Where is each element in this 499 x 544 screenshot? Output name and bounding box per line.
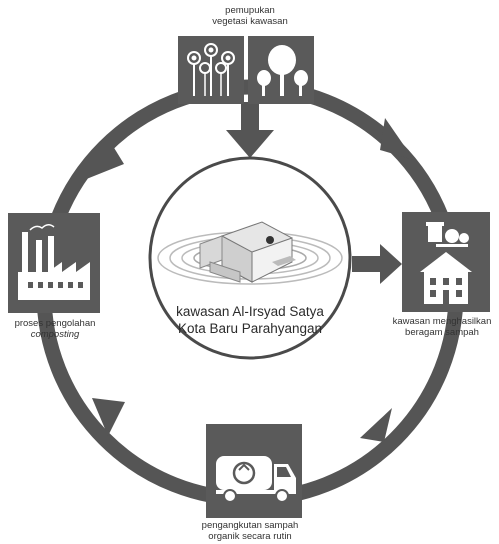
trees-flowers-icon (187, 43, 308, 96)
connector-right (352, 256, 384, 272)
ring-arrow-top-right (380, 118, 414, 160)
building-illustration-icon (157, 221, 343, 285)
center-title-line2: Kota Baru Parahyangan (177, 321, 323, 336)
node-left-label-line2: composting (30, 329, 80, 340)
node-left-label-line1: proses pengolahan (14, 318, 96, 329)
node-right-label: kawasan menghasilkan beragam sampah (385, 316, 499, 338)
node-bottom-label-line1: pengangkutan sampah (201, 520, 299, 531)
node-right-label-line2: beragam sampah (405, 327, 479, 338)
node-bottom-label-line2: organik secara rutin (208, 531, 292, 542)
ring-arrow-top-left (84, 138, 124, 180)
factory-icon (18, 224, 90, 300)
ring-arrow-bottom-left (92, 398, 125, 436)
center-title-line1: kawasan Al-Irsyad Satya (176, 304, 324, 319)
node-left-label: proses pengolahan composting (0, 318, 110, 340)
node-bottom-label: pengangkutan sampah organik secara rutin (165, 520, 335, 542)
node-top-label: pemupukan vegetasi kawasan (150, 5, 350, 27)
house-waste-icon (420, 222, 472, 304)
connector-top (241, 102, 259, 132)
node-right-label-line1: kawasan menghasilkan (392, 316, 492, 327)
node-top-label-line2: vegetasi kawasan (212, 16, 288, 27)
center-title: kawasan Al-Irsyad Satya Kota Baru Parahy… (160, 303, 340, 337)
connector-top-arrow (226, 130, 274, 158)
node-top-label-line1: pemupukan (225, 5, 275, 16)
garbage-truck-icon (216, 456, 296, 503)
connector-right-arrow (380, 244, 402, 284)
ring-arrow-bottom-right (360, 408, 392, 442)
